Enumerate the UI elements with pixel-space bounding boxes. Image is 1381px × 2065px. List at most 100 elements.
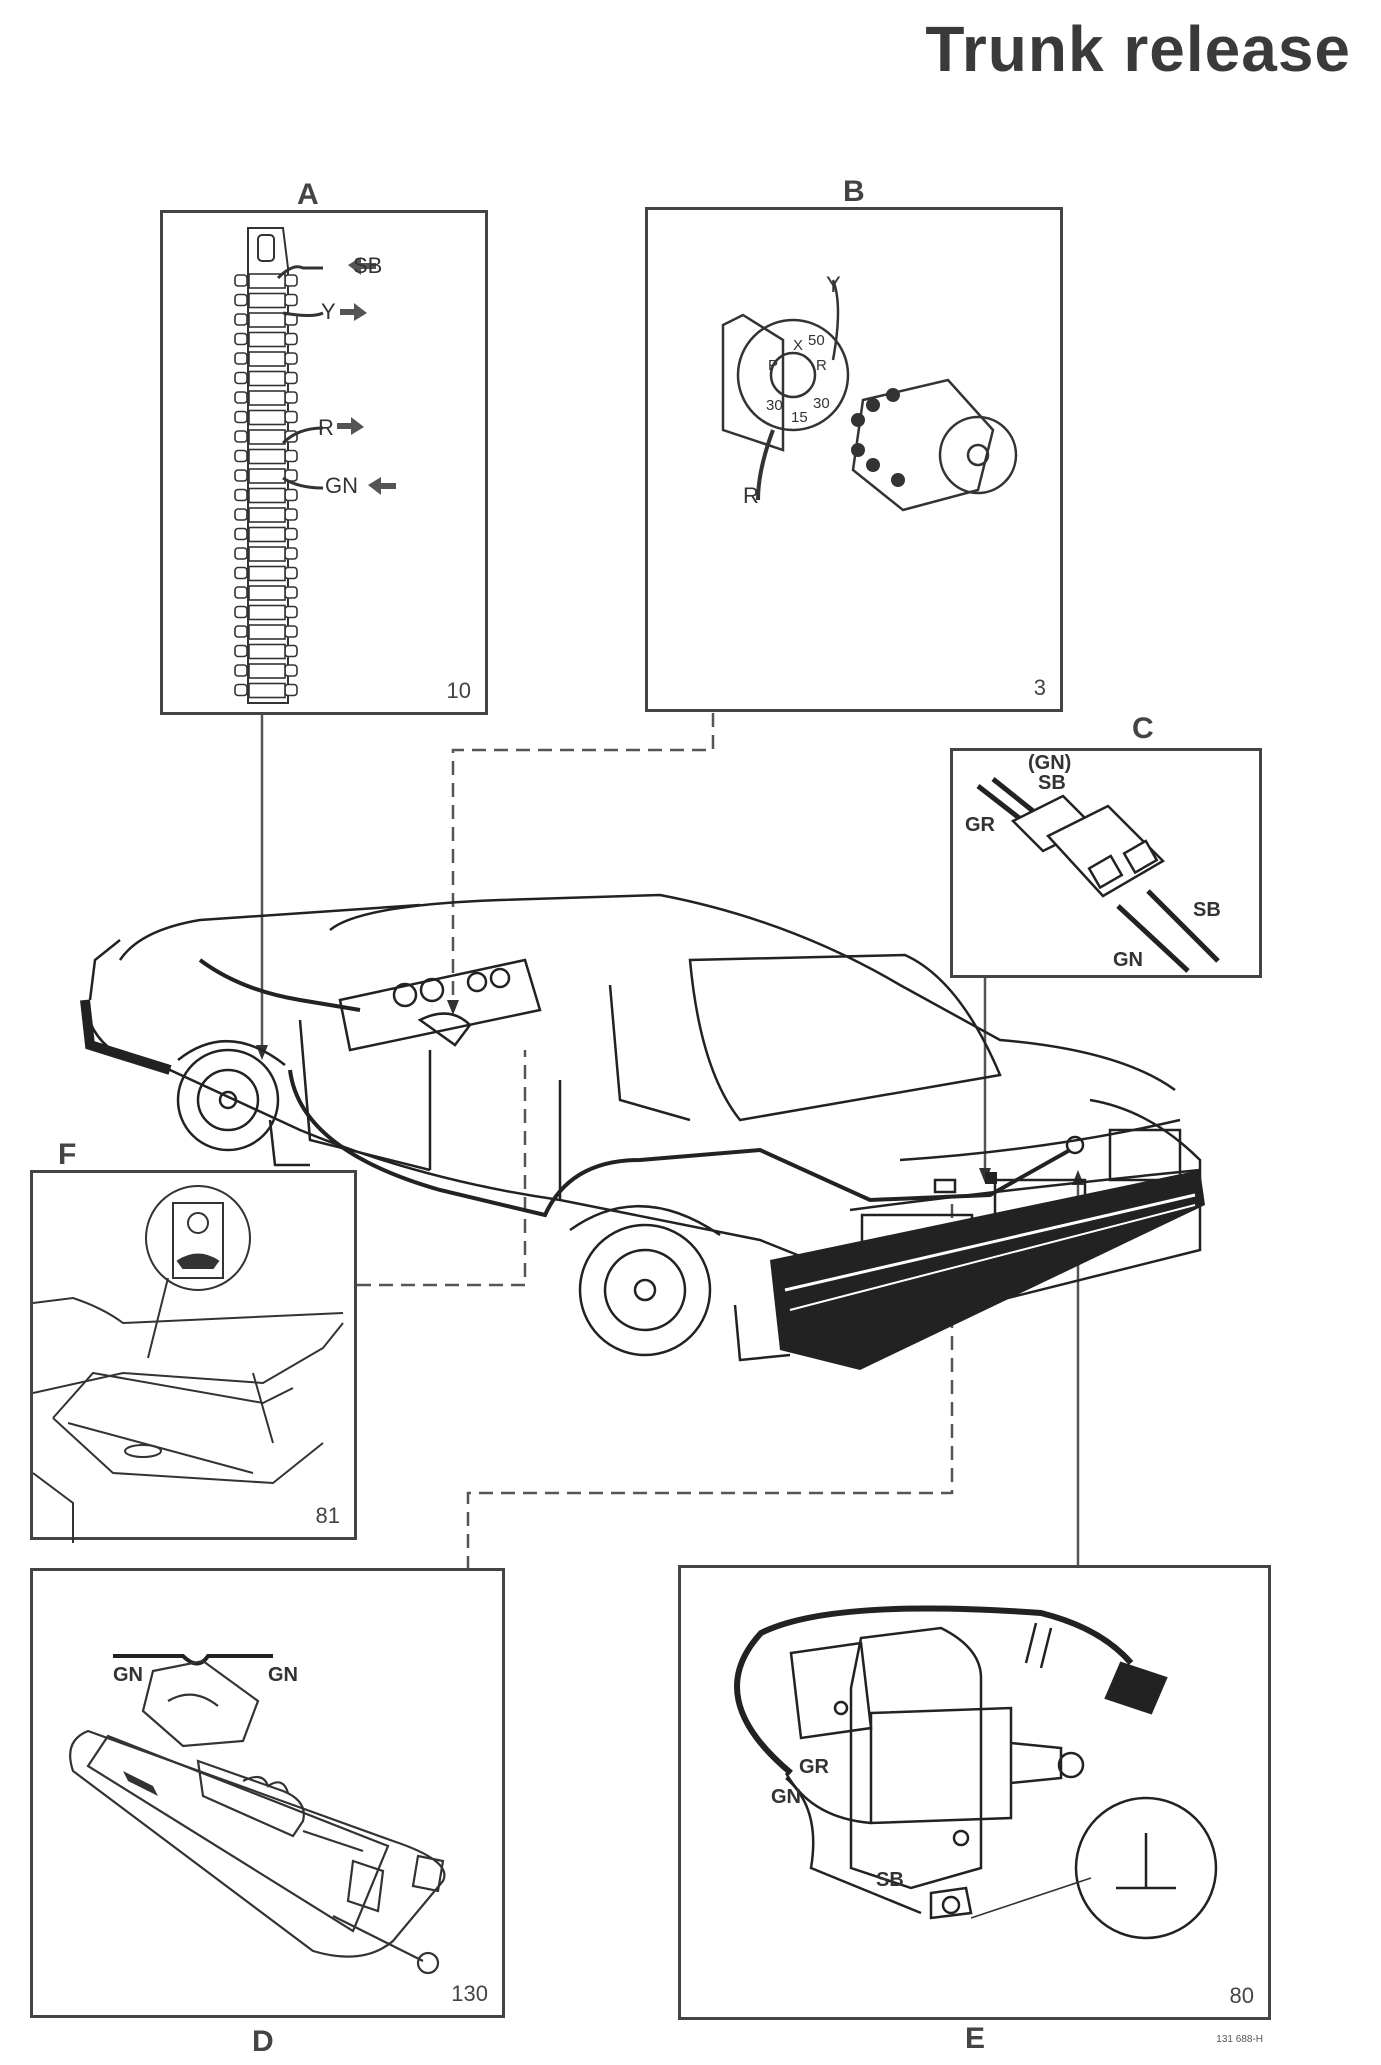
fuse-terminal xyxy=(234,371,248,385)
fuse-terminal xyxy=(284,488,298,502)
panel-c: (GN) SB GR SB GN xyxy=(950,748,1262,978)
fuse-slot xyxy=(248,546,286,562)
fuse-slot xyxy=(248,448,286,465)
fuse-terminal xyxy=(284,683,298,697)
fuse-slot xyxy=(248,312,286,328)
terminal-x: X xyxy=(793,337,803,354)
fuse-terminal xyxy=(234,566,248,580)
fuse-slot xyxy=(248,507,286,523)
wire-label-r: R xyxy=(743,483,759,508)
terminal-r: R xyxy=(816,357,827,374)
fuse-slot xyxy=(248,429,286,445)
panel-b: Y R X 50 P R 30 30 15 3 xyxy=(645,207,1063,712)
wire-label-y: Y xyxy=(321,299,336,324)
fuse-terminal xyxy=(234,410,248,424)
fuse-terminal xyxy=(284,625,298,638)
panel-a: SB Y R GN 10 xyxy=(160,210,488,715)
panel-f-number: 81 xyxy=(315,1503,340,1528)
fuse-terminal xyxy=(234,313,248,326)
fuse-terminal xyxy=(234,625,248,638)
panel-a-number: 10 xyxy=(446,678,471,703)
fuse-terminal xyxy=(284,527,298,541)
fuse-terminal xyxy=(234,488,248,502)
fuse-terminal xyxy=(284,566,298,580)
fuse-terminal xyxy=(234,449,248,463)
page-title: Trunk release xyxy=(925,13,1351,85)
wire-label-y: Y xyxy=(826,272,841,297)
fuse-slot xyxy=(248,370,286,387)
fuse-terminal xyxy=(234,332,248,346)
wire-label-r: R xyxy=(318,415,334,440)
wire-label-gn-right: GN xyxy=(268,1664,298,1686)
fuse-slot xyxy=(248,331,286,348)
terminal-50: 50 xyxy=(808,332,825,349)
fuse-terminal xyxy=(234,508,248,521)
fuse-terminal xyxy=(234,644,248,658)
fuse-slot xyxy=(248,273,286,289)
fuse-slot xyxy=(248,565,286,582)
fuse-slot xyxy=(248,663,286,679)
fuse-terminal xyxy=(284,644,298,658)
panel-b-number: 3 xyxy=(1033,675,1046,700)
ignition-switch-drawing: Y R X 50 P R 30 30 15 xyxy=(721,272,1018,512)
wire-label-gn-bottom: GN xyxy=(1113,949,1143,971)
fuse-terminal xyxy=(234,547,248,560)
panel-d-label: D xyxy=(252,2025,274,2058)
fuse-slot xyxy=(248,643,286,660)
fuse-slot xyxy=(248,585,286,601)
fuse-slot xyxy=(248,468,286,484)
fuse-terminal xyxy=(284,586,298,599)
terminal-15: 15 xyxy=(791,409,808,426)
fuse-slot xyxy=(248,526,286,543)
wire-label-sb-right: SB xyxy=(1193,899,1221,921)
panel-d: GN GN 130 xyxy=(30,1568,505,2018)
fuse-slot xyxy=(248,604,286,621)
wire-label-gn: GN xyxy=(771,1786,801,1808)
wire-label-gn-paren: (GN) xyxy=(1028,752,1071,774)
panel-a-label: A xyxy=(297,178,319,211)
fuse-terminal xyxy=(284,391,298,404)
fuse-terminal xyxy=(284,410,298,424)
wire-label-gr: GR xyxy=(799,1756,830,1778)
fuse-terminal xyxy=(284,605,298,619)
wire-label-sb: SB xyxy=(353,253,382,278)
fuse-slot xyxy=(248,682,286,699)
trunk-lock-drawing: GN GN xyxy=(69,1654,446,1975)
wire-label-gn: GN xyxy=(325,473,358,498)
fuse-terminal xyxy=(234,527,248,541)
fuse-slot xyxy=(248,351,286,367)
fuse-slot xyxy=(248,409,286,426)
panel-c-label: C xyxy=(1132,712,1154,745)
terminal-30b: 30 xyxy=(813,395,830,412)
fuse-slot xyxy=(248,390,286,406)
rear-bumper xyxy=(770,1170,1205,1370)
fuse-terminal xyxy=(284,332,298,346)
terminal-p: P xyxy=(768,357,778,374)
wire-label-sb: SB xyxy=(876,1869,904,1891)
panel-f-label: F xyxy=(58,1138,77,1171)
fuse-slot xyxy=(248,292,286,309)
panel-f: 81 xyxy=(30,1170,357,1543)
fuse-terminal xyxy=(234,274,248,287)
fuse-terminal xyxy=(284,293,298,307)
fuse-terminal xyxy=(284,352,298,365)
fuse-terminal xyxy=(284,547,298,560)
fuse-terminal xyxy=(284,449,298,463)
fuse-terminal xyxy=(284,664,298,677)
connector-drawing: (GN) SB GR SB GN xyxy=(965,752,1221,973)
fuse-terminal xyxy=(234,352,248,365)
panel-d-number: 130 xyxy=(451,1981,488,2006)
panel-e-number: 80 xyxy=(1229,1983,1254,2008)
panel-b-label: B xyxy=(843,175,865,208)
fuse-terminal xyxy=(284,274,298,287)
trunk-solenoid-drawing: GR GN SB xyxy=(734,1605,1218,1940)
fuse-terminal xyxy=(234,586,248,599)
fuse-terminal xyxy=(234,664,248,677)
wire-label-gn-left: GN xyxy=(113,1664,143,1686)
fuse-terminal xyxy=(284,508,298,521)
panel-e-label: E xyxy=(965,2022,986,2055)
glovebox-switch-drawing xyxy=(33,1185,344,1543)
panel-e: GR GN SB 80 xyxy=(678,1565,1271,2020)
fuse-slot xyxy=(248,487,286,504)
